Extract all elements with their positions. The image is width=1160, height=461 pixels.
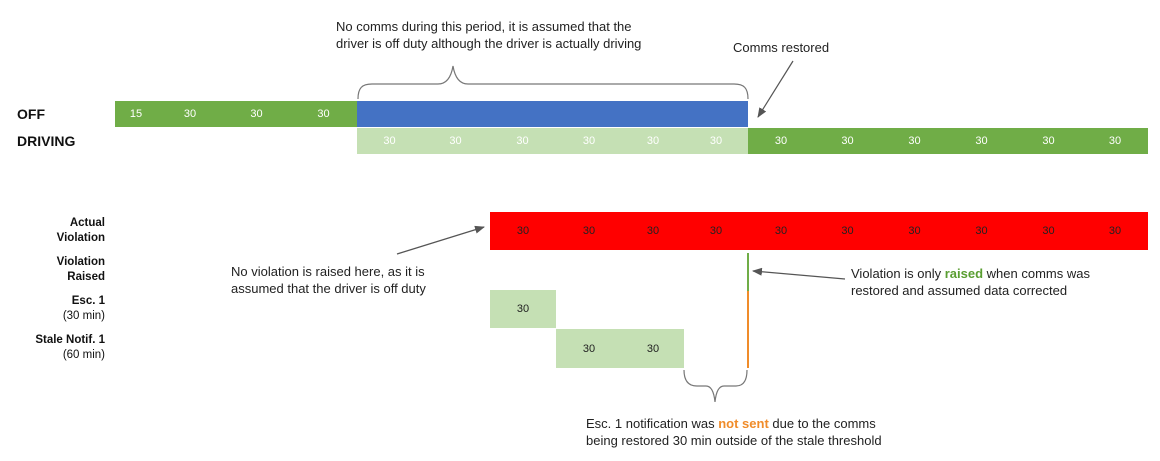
violation-raised-marker	[747, 253, 749, 291]
annotation-no-comms-line1: No comms during this period, it is assum…	[336, 19, 632, 34]
annotation-no-violation: No violation is raised here, as it is as…	[231, 263, 426, 297]
driving-restored-cell: 30	[1108, 135, 1122, 147]
actual-violation-cell: 30	[975, 225, 988, 237]
driving-restored-cell: 30	[841, 135, 854, 147]
actual-violation-cell: 30	[1042, 225, 1055, 237]
row-label-violation-raised: Violation Raised	[57, 255, 105, 285]
row-label-stale: Stale Notif. 1 (60 min)	[35, 333, 105, 363]
arrow-comms-restored	[757, 60, 794, 118]
off-cell: 30	[183, 108, 197, 120]
row-label-actual-line2: Violation	[56, 232, 105, 244]
actual-violation-cell: 30	[646, 225, 660, 237]
off-bar-green	[115, 101, 357, 127]
actual-violation-cell: 30	[1108, 225, 1122, 237]
off-bar-blue-no-comms	[357, 101, 748, 127]
off-cell: 30	[317, 108, 330, 120]
driving-restored-cell: 30	[774, 135, 788, 147]
esc1-cell: 30	[490, 290, 556, 328]
curly-brace-top	[357, 65, 749, 100]
row-label-driving: DRIVING	[17, 133, 76, 149]
row-label-off: OFF	[17, 106, 45, 122]
actual-violation-cell: 30	[774, 225, 788, 237]
driving-assumed-cell: 30	[709, 135, 723, 147]
off-cell: 30	[250, 108, 263, 120]
stale-cell: 30	[646, 342, 660, 355]
curly-brace-bottom	[683, 369, 748, 403]
annotation-comms-restored: Comms restored	[733, 40, 830, 55]
actual-violation-cell: 30	[582, 225, 596, 237]
annotation-no-comms: No comms during this period, it is assum…	[336, 18, 641, 52]
row-label-esc1-line2: (30 min)	[62, 310, 105, 322]
driving-assumed-cell: 30	[383, 135, 396, 147]
annotation-violation-highlight: raised	[944, 266, 984, 281]
off-cell: 15	[129, 108, 143, 120]
annotation-esc-line2: being restored 30 min outside of the sta…	[586, 433, 882, 448]
annotation-esc-pre: Esc. 1 notification was	[586, 416, 719, 431]
actual-violation-cell: 30	[841, 225, 854, 237]
driving-assumed-cell: 30	[582, 135, 596, 147]
row-label-esc1: Esc. 1 (30 min)	[63, 294, 105, 324]
arrow-no-violation	[396, 225, 485, 255]
actual-violation-cell: 30	[709, 225, 723, 237]
driving-assumed-cell: 30	[516, 135, 529, 147]
annotation-violation-post: when comms was	[983, 266, 1090, 281]
actual-violation-bar	[490, 212, 1148, 250]
row-label-esc1-line1: Esc. 1	[71, 295, 105, 307]
stale-bar	[556, 329, 684, 368]
annotation-violation-pre: Violation is only	[851, 266, 945, 281]
driving-restored-cell: 30	[1042, 135, 1055, 147]
annotation-no-violation-line2: assumed that the driver is off duty	[231, 281, 426, 296]
row-label-actual-line1: Actual	[69, 217, 105, 229]
row-label-stale-line2: (60 min)	[62, 349, 105, 361]
actual-violation-cell: 30	[516, 225, 530, 237]
driving-restored-cell: 30	[975, 135, 988, 147]
row-label-raised-line1: Violation	[56, 256, 105, 268]
annotation-no-comms-line2: driver is off duty although the driver i…	[336, 36, 642, 51]
annotation-esc-not-sent: Esc. 1 notification was not sent due to …	[586, 415, 882, 449]
driving-restored-cell: 30	[908, 135, 921, 147]
stale-cell: 30	[582, 342, 596, 355]
actual-violation-cell: 30	[908, 225, 921, 237]
driving-bar-assumed	[357, 128, 748, 154]
stale-threshold-line	[747, 291, 749, 368]
annotation-no-violation-line1: No violation is raised here, as it is	[231, 264, 425, 279]
annotation-esc-post: due to the comms	[768, 416, 876, 431]
row-label-actual-violation: Actual Violation	[57, 216, 105, 246]
annotation-violation-line2: restored and assumed data corrected	[851, 283, 1068, 298]
row-label-raised-line2: Raised	[67, 271, 105, 283]
annotation-violation-raised: Violation is only raised when comms was …	[851, 265, 1090, 299]
driving-assumed-cell: 30	[646, 135, 660, 147]
row-label-stale-line1: Stale Notif. 1	[35, 334, 105, 346]
annotation-esc-highlight: not sent	[718, 416, 769, 431]
driving-bar-restored	[748, 128, 1148, 154]
driving-assumed-cell: 30	[449, 135, 462, 147]
arrow-violation-raised	[752, 267, 846, 280]
